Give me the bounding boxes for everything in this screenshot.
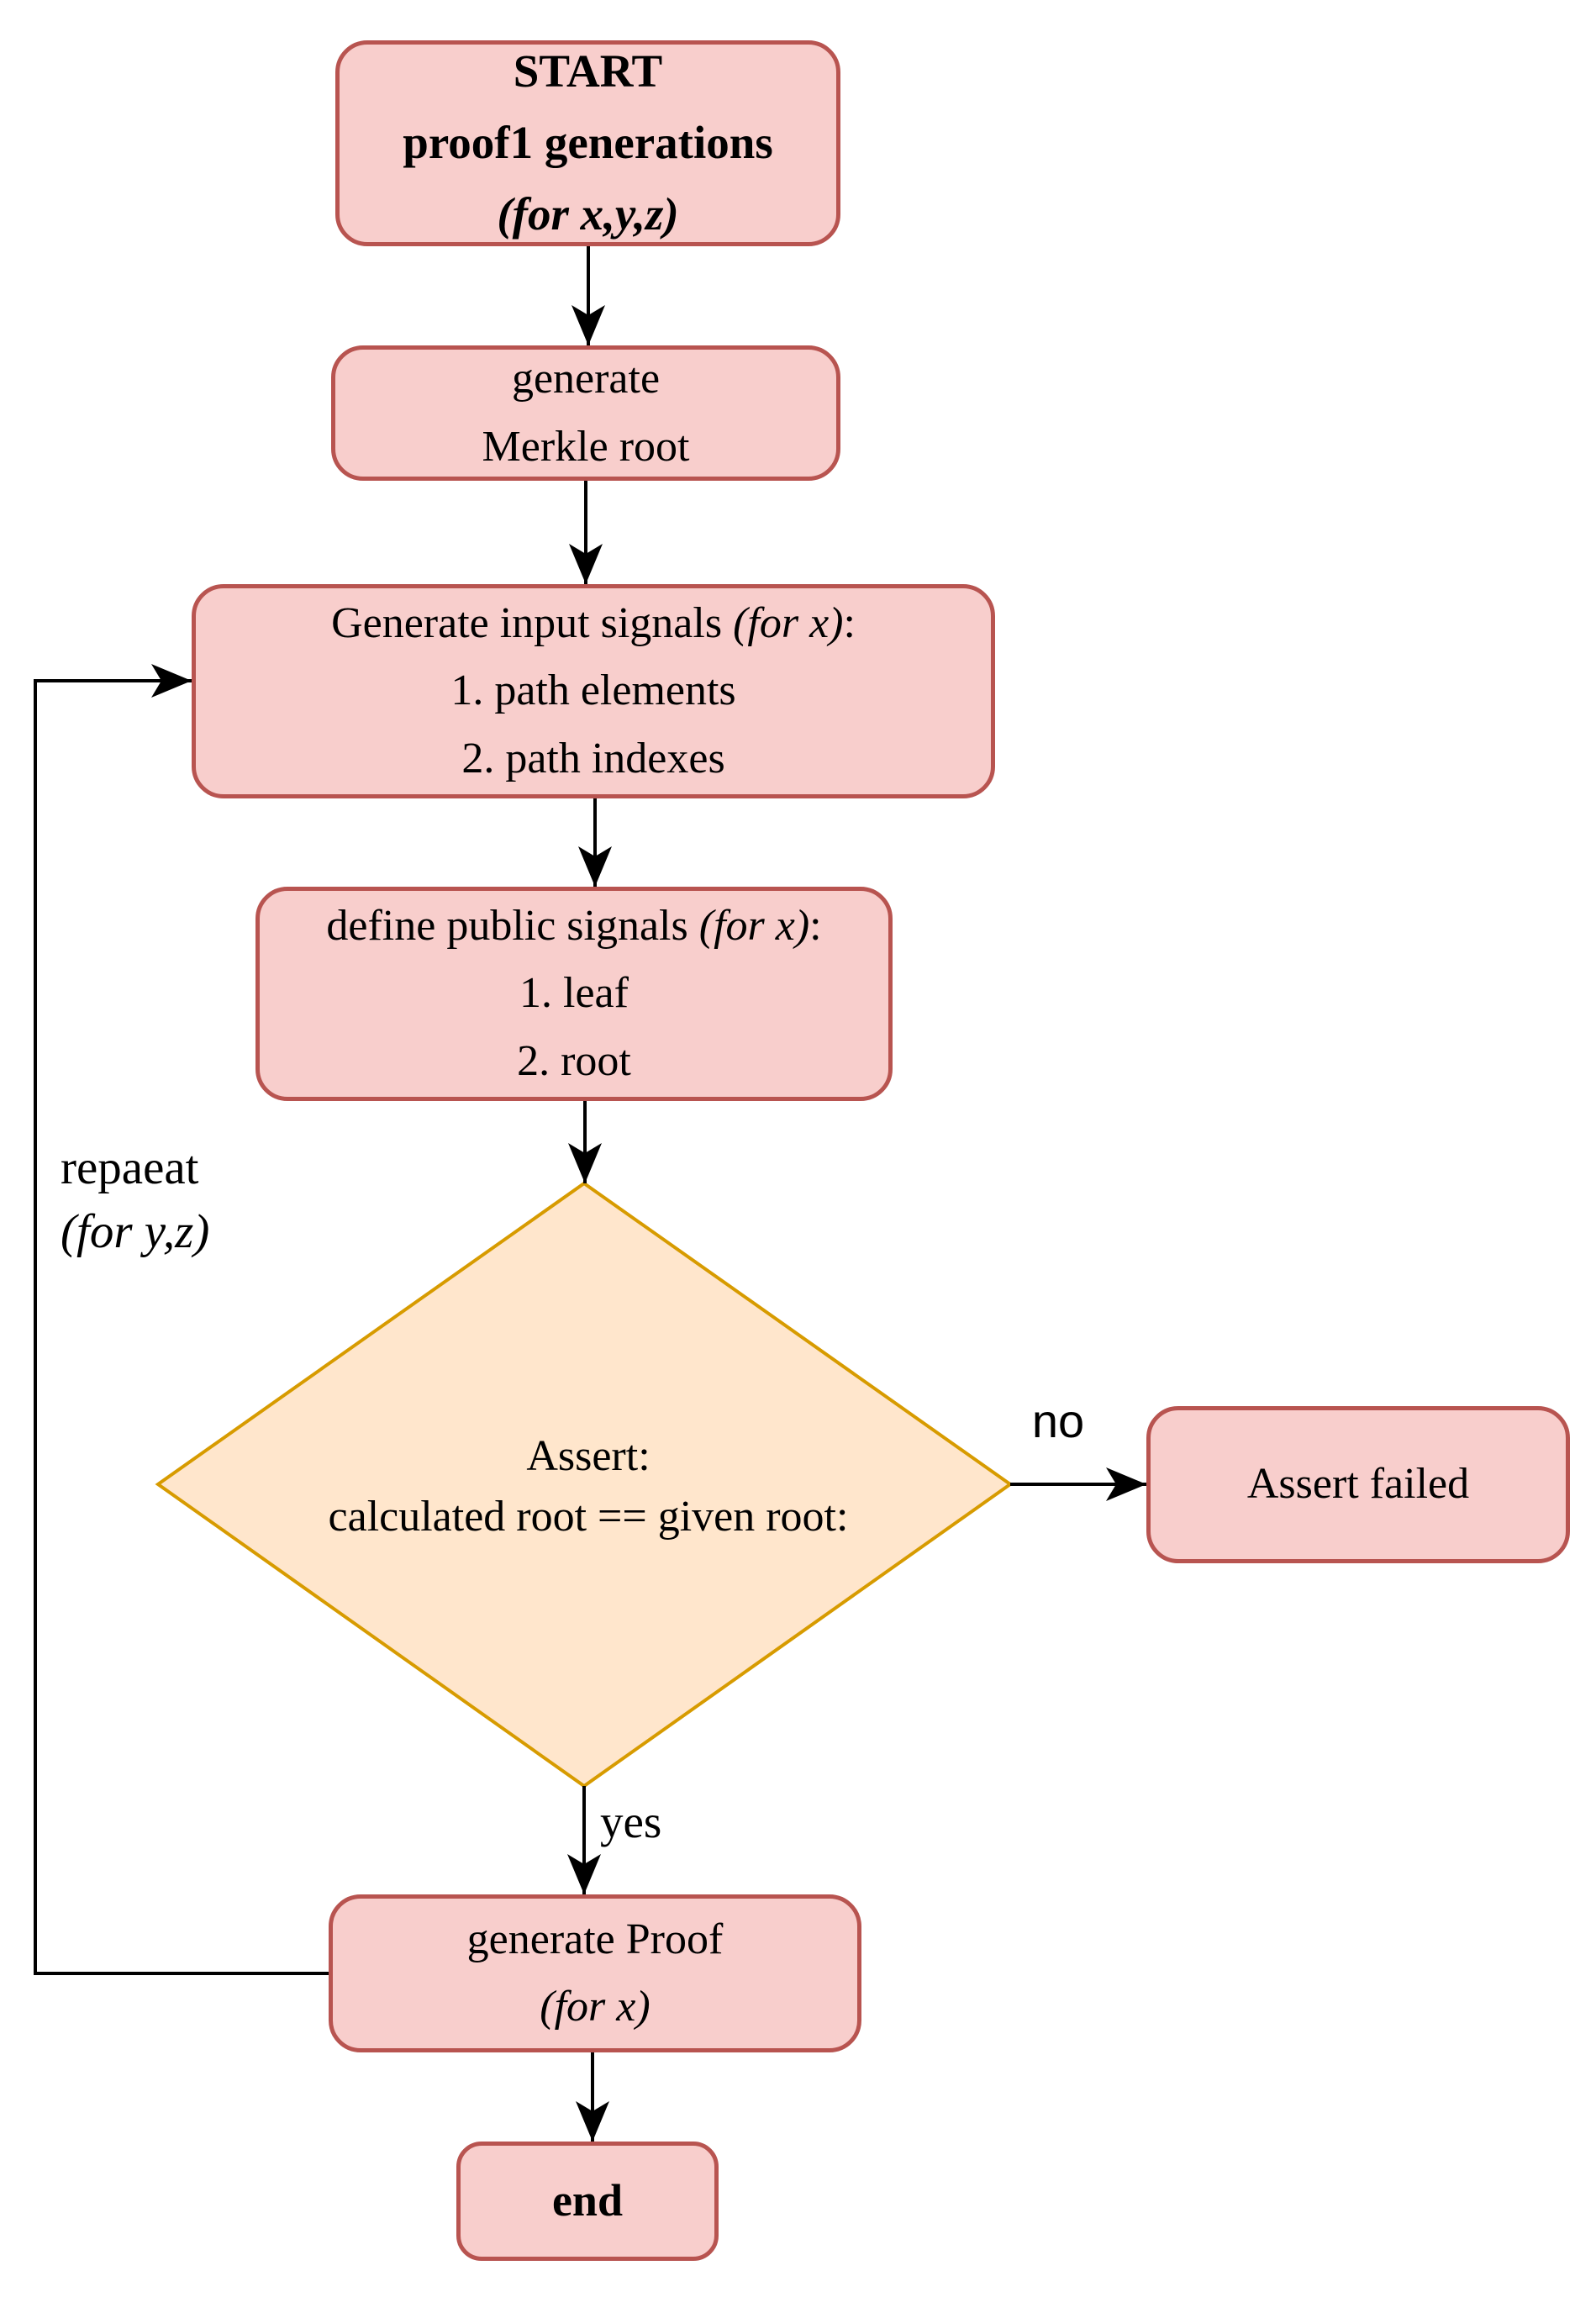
decision-line2: calculated root == given root: bbox=[328, 1493, 849, 1541]
repeat-line2: (for y,z) bbox=[61, 1204, 210, 1258]
repeat-line1: repaeat bbox=[61, 1141, 199, 1194]
node-start: START proof1 generations (for x,y,z) bbox=[335, 40, 840, 246]
start-line2: proof1 generations bbox=[403, 117, 773, 169]
decision-assert-text: Assert: calculated root == given root: bbox=[252, 1394, 924, 1579]
end-label: end bbox=[551, 2175, 624, 2226]
input-signals-title-prefix: Generate input signals bbox=[331, 599, 734, 648]
input-signals-item1: 1. path elements bbox=[450, 666, 736, 715]
node-generate-proof: generate Proof (for x) bbox=[329, 1894, 861, 2052]
node-define-public-signals: define public signals (for x): 1. leaf 2… bbox=[255, 887, 893, 1101]
public-signals-title: define public signals (for x): bbox=[326, 893, 821, 960]
decision-line1: Assert: bbox=[526, 1432, 651, 1481]
input-signals-item2: 2. path indexes bbox=[461, 734, 725, 782]
start-line3: (for x,y,z) bbox=[497, 187, 679, 240]
merkle-line1: generate bbox=[511, 355, 661, 403]
start-line1: START bbox=[513, 45, 663, 97]
public-signals-item2: 2. root bbox=[517, 1036, 631, 1085]
input-signals-title-suffix: : bbox=[843, 599, 856, 648]
loop-arrow-proof-to-input bbox=[34, 664, 329, 1975]
proof-line1: generate Proof bbox=[466, 1915, 724, 1963]
node-generate-input-signals: Generate input signals (for x): 1. path … bbox=[192, 584, 995, 798]
node-generate-merkle-root: generate Merkle root bbox=[331, 345, 840, 481]
node-end: end bbox=[456, 2142, 719, 2261]
public-signals-title-suffix: : bbox=[809, 902, 822, 951]
public-signals-title-italic: (for x) bbox=[698, 902, 810, 951]
proof-line2: (for x) bbox=[540, 1983, 651, 2031]
edge-label-no: no bbox=[1031, 1394, 1085, 1447]
public-signals-item1: 1. leaf bbox=[519, 969, 629, 1018]
edge-label-repeat: repaeat (for y,z) bbox=[61, 1136, 279, 1264]
input-signals-title: Generate input signals (for x): bbox=[331, 590, 856, 657]
input-signals-title-italic: (for x) bbox=[733, 599, 844, 648]
assert-failed-label: Assert failed bbox=[1246, 1460, 1470, 1509]
node-assert-failed: Assert failed bbox=[1146, 1406, 1570, 1563]
merkle-line2: Merkle root bbox=[482, 422, 690, 471]
edge-label-yes: yes bbox=[600, 1796, 662, 1847]
public-signals-title-prefix: define public signals bbox=[326, 902, 699, 951]
